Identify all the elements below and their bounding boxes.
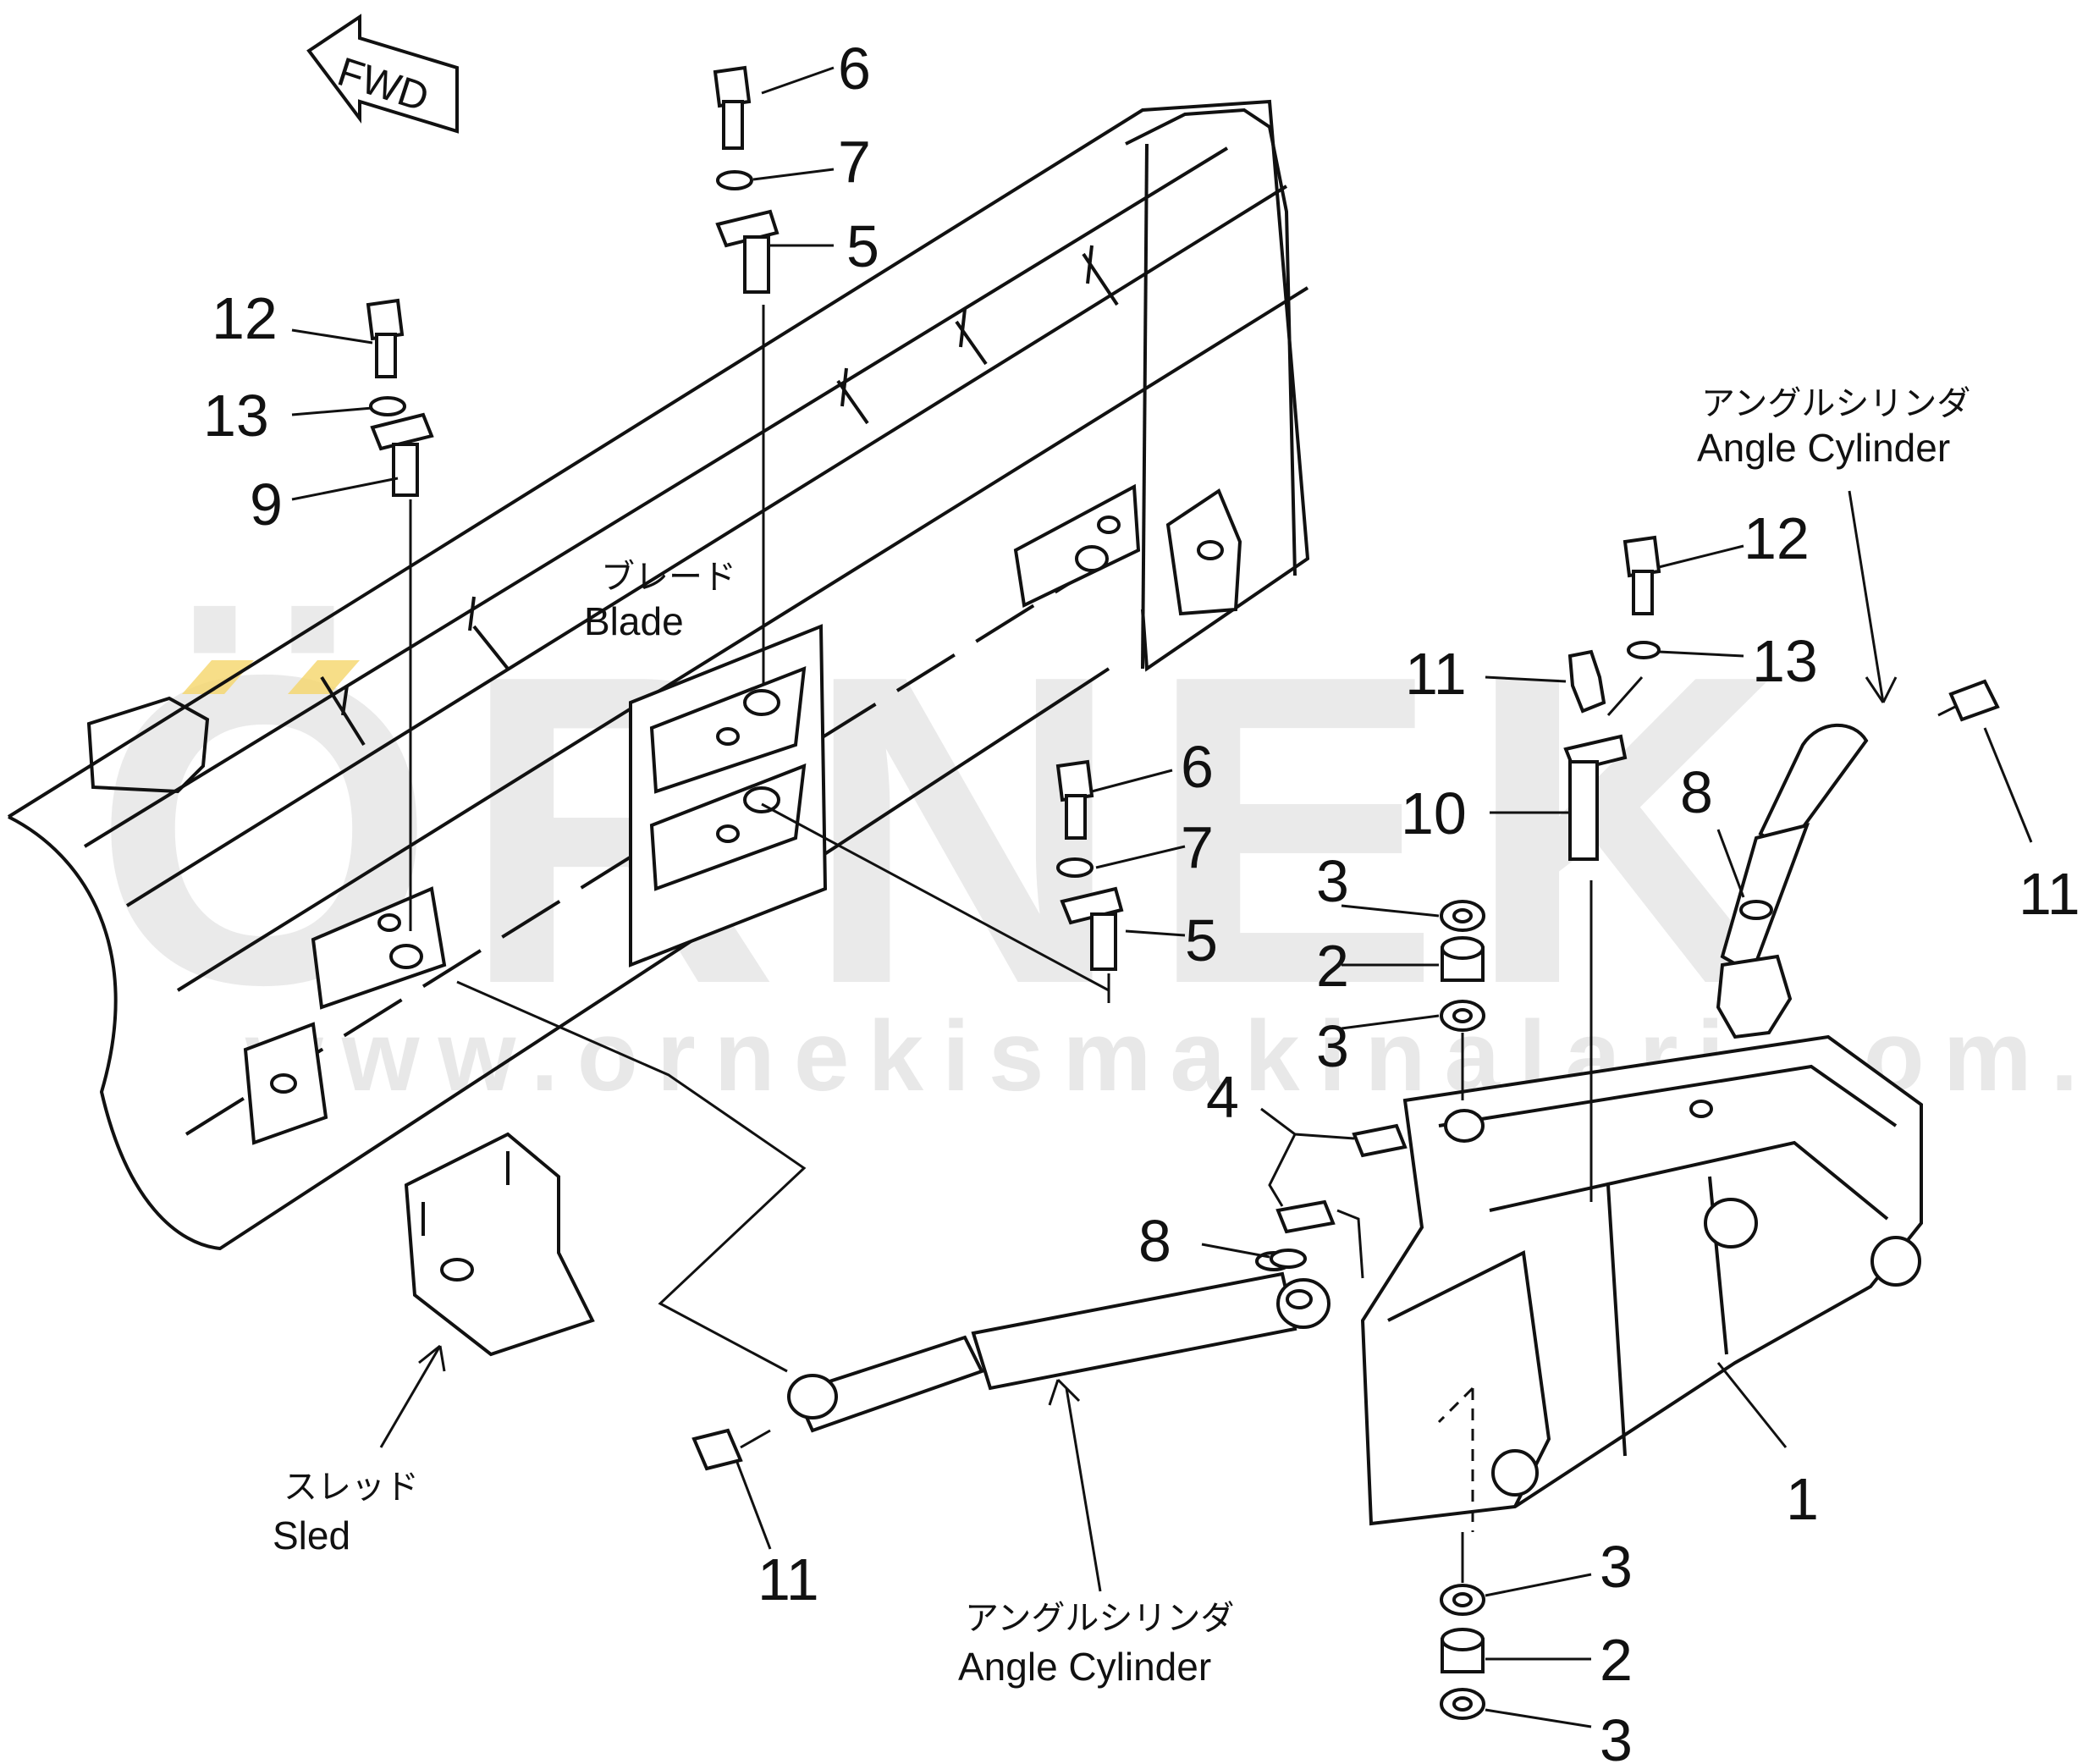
center-hardware xyxy=(761,759,1124,1003)
callout-12-right: 12 xyxy=(1744,505,1810,571)
callout-1: 1 xyxy=(1786,1466,1819,1532)
angle-cylinder-right xyxy=(1716,679,2000,1039)
callout-9: 9 xyxy=(250,471,283,537)
cylinder-right-label-en: Angle Cylinder xyxy=(1697,426,1950,470)
watermark-umlaut xyxy=(182,660,360,694)
blade-label-jp: ブレード xyxy=(601,558,736,597)
callout-11-right: 11 xyxy=(2019,861,2080,927)
callout-2-upper: 2 xyxy=(1316,933,1349,999)
callout-8-left: 8 xyxy=(1138,1208,1171,1274)
callout-5-center: 5 xyxy=(1185,907,1218,973)
blade-assembly xyxy=(7,99,1310,1251)
sled xyxy=(404,1132,595,1357)
callout-3-lower-a: 3 xyxy=(1600,1534,1633,1600)
grease-fittings xyxy=(1270,1123,1408,1279)
callout-7-center: 7 xyxy=(1181,814,1214,880)
callout-13-right: 13 xyxy=(1752,628,1818,694)
callout-3-lower-b: 3 xyxy=(1600,1707,1633,1764)
callout-7-top: 7 xyxy=(838,129,871,195)
leader-lines xyxy=(291,66,2033,1728)
frame-pin-hardware xyxy=(1563,535,1661,1202)
callout-4: 4 xyxy=(1206,1064,1239,1130)
callout-2-lower: 2 xyxy=(1600,1627,1633,1693)
callout-5-top: 5 xyxy=(846,213,879,279)
callout-13-left: 13 xyxy=(203,383,269,449)
angle-cylinder-bottom xyxy=(691,1251,1330,1471)
callout-6-center: 6 xyxy=(1181,734,1214,800)
fwd-arrow-icon: FWD xyxy=(306,14,459,134)
callout-12-left: 12 xyxy=(212,285,278,351)
callout-11-top: 11 xyxy=(1405,641,1467,707)
blade-label-en: Blade xyxy=(584,599,684,643)
connect-line xyxy=(456,980,807,1373)
sled-label-en: Sled xyxy=(273,1513,350,1557)
callout-6-top: 6 xyxy=(838,36,871,102)
cylinder-right-label-jp: アングルシリンダ xyxy=(1701,384,1970,423)
callout-10: 10 xyxy=(1401,780,1467,846)
sled-label-jp: スレッド xyxy=(284,1468,419,1507)
top-center-hardware xyxy=(713,65,780,686)
callout-3-upper-b: 3 xyxy=(1316,1013,1349,1079)
callout-11-bottom: 11 xyxy=(758,1546,819,1612)
cylinder-bottom-label-en: Angle Cylinder xyxy=(958,1645,1211,1689)
cylinder-bottom-label-jp: アングルシリンダ xyxy=(965,1599,1234,1638)
lower-bushings xyxy=(1440,1532,1485,1720)
callout-8-right: 8 xyxy=(1680,759,1713,825)
upper-bushings xyxy=(1440,900,1485,1100)
main-frame xyxy=(1360,1034,1923,1532)
callout-3-upper-a: 3 xyxy=(1316,848,1349,914)
left-hardware xyxy=(366,298,434,931)
